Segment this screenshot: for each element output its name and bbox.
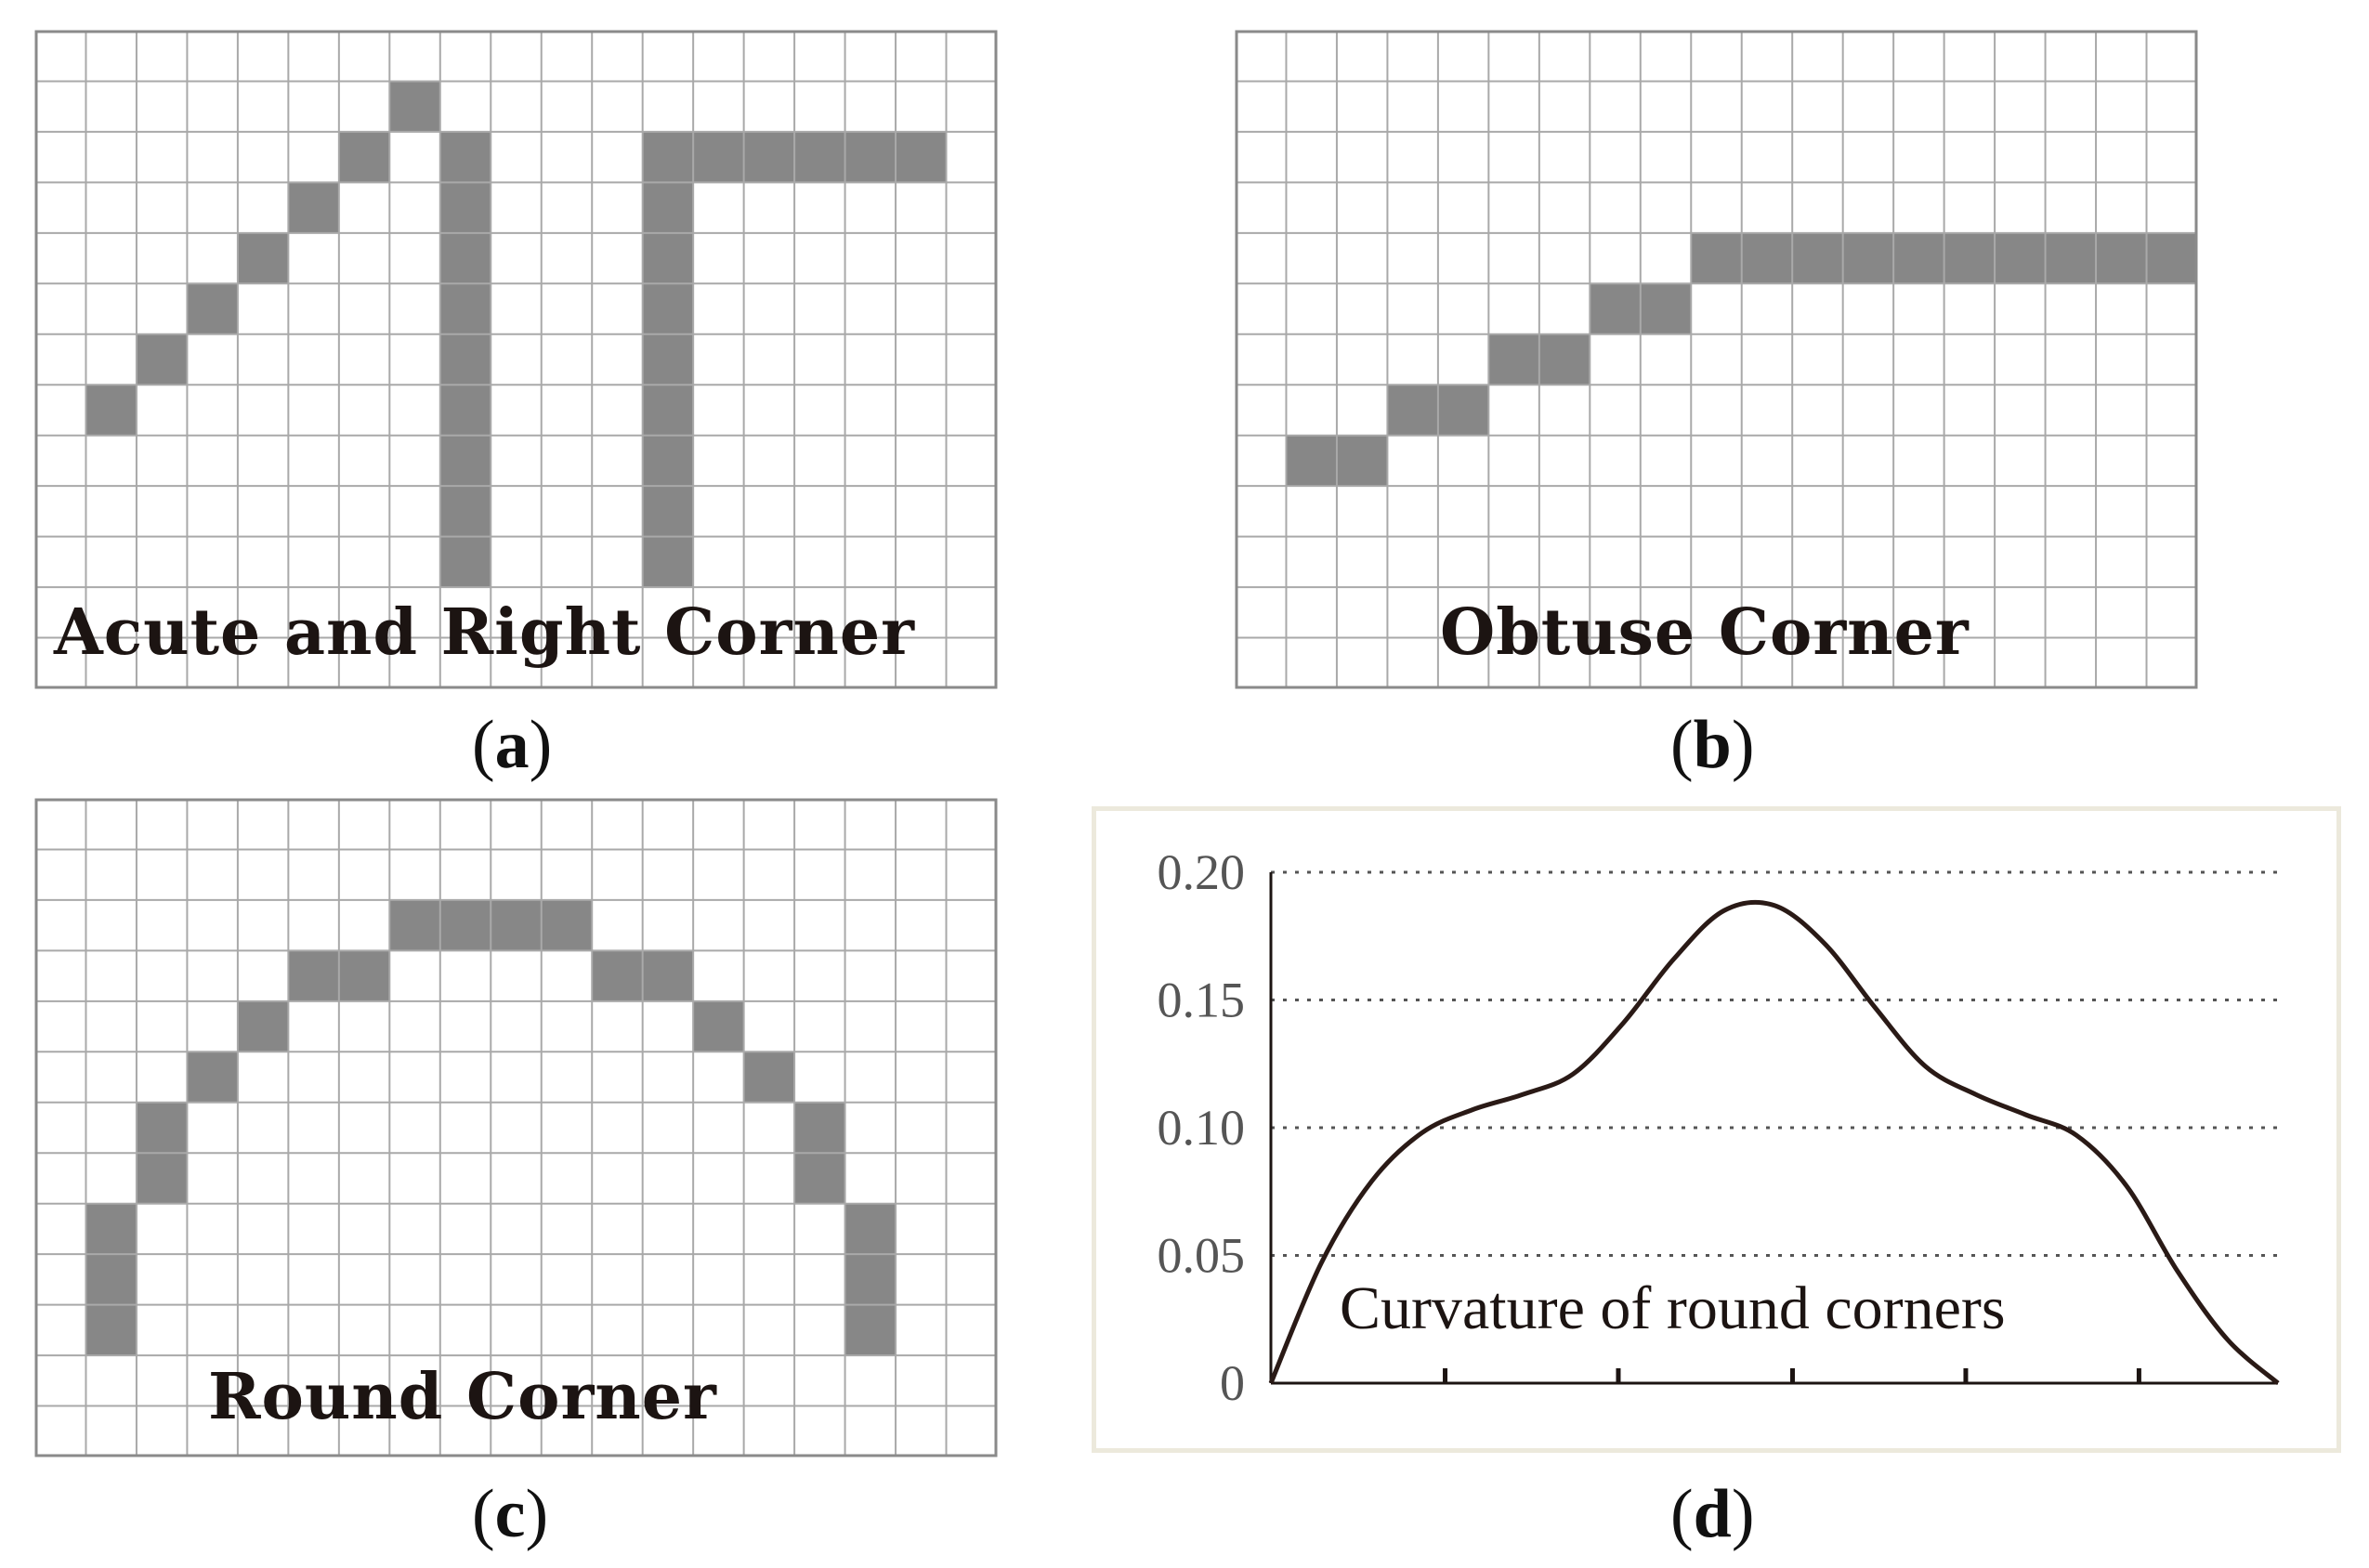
pixel-grid-c <box>34 798 998 1457</box>
panel-a-label: (a) <box>472 707 553 783</box>
filled-pixel-a <box>642 232 694 284</box>
panel-a-acute-right-corner: Acute and Right Corner <box>34 30 998 689</box>
filled-pixel-c <box>693 1000 744 1052</box>
y-tick-label: 0.15 <box>1158 973 1246 1028</box>
filled-pixel-b <box>1995 232 2046 284</box>
filled-pixel-a <box>288 182 339 233</box>
filled-pixel-c <box>794 1153 845 1204</box>
filled-pixel-c <box>288 950 339 1001</box>
filled-pixel-b <box>1741 232 1793 284</box>
panel-c-label: (c) <box>472 1476 549 1552</box>
grid-border-c <box>34 798 998 1457</box>
filled-pixel-a <box>136 333 188 385</box>
panel-b-label: (b) <box>1670 707 1755 783</box>
y-tick-label: 0 <box>1220 1355 1245 1411</box>
chart-caption: Curvature of round corners <box>1340 1274 2006 1342</box>
filled-pixel-b <box>1691 232 1742 284</box>
panel-b-title: Obtuse Corner <box>1440 595 1970 670</box>
filled-pixel-a <box>642 182 694 233</box>
filled-pixel-c <box>85 1304 137 1356</box>
filled-pixel-b <box>2045 232 2097 284</box>
filled-pixel-c <box>743 1052 795 1103</box>
filled-pixel-b <box>2096 232 2147 284</box>
filled-pixel-b <box>1437 385 1489 436</box>
filled-pixel-a <box>642 486 694 537</box>
filled-pixel-b <box>1590 283 1641 334</box>
filled-pixel-a <box>439 283 491 334</box>
filled-pixel-c <box>491 899 542 951</box>
filled-pixel-c <box>844 1203 897 1255</box>
filled-pixel-b <box>1792 232 1843 284</box>
filled-pixel-a <box>439 536 491 588</box>
filled-pixel-a <box>642 131 694 183</box>
filled-pixel-a <box>439 232 491 284</box>
filled-pixel-c <box>389 899 440 951</box>
panel-c-round-corner: Round Corner <box>34 798 998 1457</box>
grid-border-a <box>34 30 998 689</box>
filled-pixel-a <box>187 283 238 334</box>
filled-pixel-b <box>1336 435 1388 487</box>
filled-pixel-a <box>85 385 137 436</box>
y-tick-label: 0.20 <box>1158 844 1246 900</box>
filled-pixel-c <box>794 1102 845 1154</box>
panel-a-title: Acute and Right Corner <box>54 595 915 670</box>
grid-lines-a <box>35 31 997 688</box>
panel-d-curvature-chart: 0 0.05 0.10 0.15 0.20 Curvature of round cor… <box>1092 806 2341 1453</box>
curvature-curve <box>1268 899 2280 1385</box>
filled-pixel-b <box>1387 385 1438 436</box>
filled-pixel-a <box>439 131 491 183</box>
filled-pixel-a <box>693 131 744 183</box>
filled-pixel-c <box>85 1203 137 1255</box>
filled-pixel-c <box>592 950 643 1001</box>
filled-pixel-a <box>439 182 491 233</box>
filled-pixel-b <box>1286 435 1337 487</box>
filled-pixel-a <box>743 131 795 183</box>
filled-pixel-a <box>642 435 694 487</box>
filled-pixel-a <box>439 486 491 537</box>
filled-pixel-a <box>237 232 289 284</box>
filled-pixel-a <box>439 435 491 487</box>
filled-pixel-a <box>642 536 694 588</box>
filled-pixel-a <box>642 333 694 385</box>
panel-d-label: (d) <box>1670 1476 1755 1552</box>
y-tick-label: 0.05 <box>1158 1228 1246 1284</box>
filled-pixel-a <box>389 81 440 132</box>
grid-lines-c <box>35 799 997 1457</box>
filled-pixel-b <box>1893 232 1944 284</box>
filled-pixel-c <box>187 1052 238 1103</box>
pixel-grid-a <box>34 30 998 689</box>
filled-pixel-b <box>1640 283 1692 334</box>
filled-pixel-a <box>439 333 491 385</box>
filled-pixel-a <box>844 131 897 183</box>
filled-pixel-a <box>642 385 694 436</box>
pixel-grid-b <box>1235 30 2198 689</box>
filled-pixel-c <box>844 1254 897 1305</box>
filled-pixel-a <box>642 283 694 334</box>
grid-border-b <box>1235 30 2198 689</box>
filled-pixel-c <box>136 1153 188 1204</box>
filled-pixel-a <box>896 131 947 183</box>
filled-pixel-b <box>2146 232 2197 284</box>
grid-lines-b <box>1236 31 2197 688</box>
filled-pixel-c <box>85 1254 137 1305</box>
filled-pixel-c <box>642 950 694 1001</box>
filled-pixel-b <box>1842 232 1894 284</box>
filled-pixel-c <box>439 899 491 951</box>
panel-c-title: Round Corner <box>208 1360 717 1434</box>
filled-pixel-a <box>338 131 390 183</box>
y-tick-label: 0.10 <box>1158 1100 1246 1156</box>
filled-pixel-a <box>794 131 845 183</box>
filled-pixel-c <box>541 899 593 951</box>
filled-pixel-b <box>1538 333 1590 385</box>
filled-pixel-c <box>844 1304 897 1356</box>
filled-pixel-c <box>136 1102 188 1154</box>
curvature-chart: 0 0.05 0.10 0.15 0.20 <box>1158 844 2280 1411</box>
filled-pixel-b <box>1488 333 1539 385</box>
filled-pixel-a <box>439 385 491 436</box>
filled-pixel-c <box>237 1000 289 1052</box>
filled-pixel-b <box>1944 232 1996 284</box>
filled-pixel-c <box>338 950 390 1001</box>
panel-b-obtuse-corner: Obtuse Corner <box>1235 30 2198 689</box>
